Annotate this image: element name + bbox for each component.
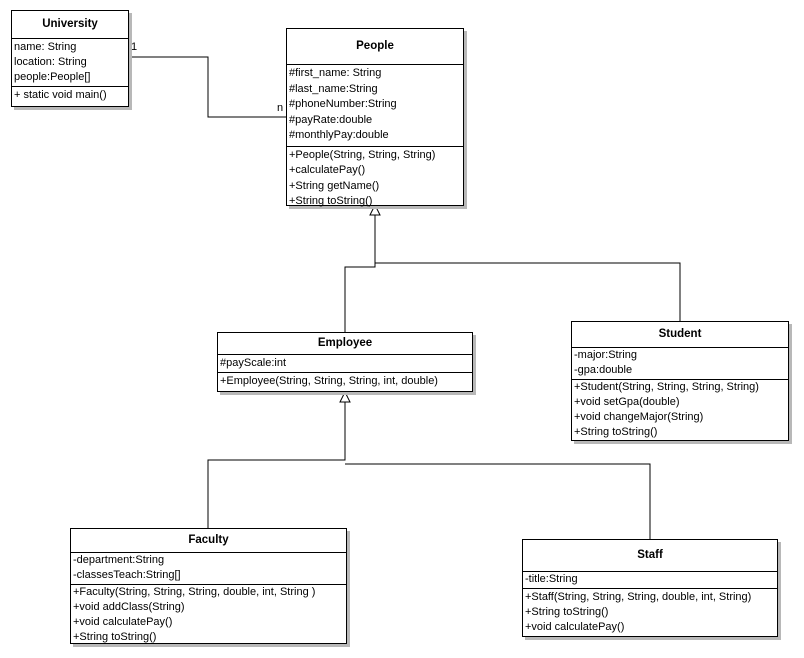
class-faculty[interactable]: Faculty -department:String -classesTeach…	[70, 528, 347, 644]
methods-section: +Staff(String, String, String, double, i…	[523, 589, 777, 635]
class-name: Staff	[523, 540, 777, 572]
attributes-section: name: String location: String people:Peo…	[12, 39, 128, 87]
method: +Employee(String, String, String, int, d…	[220, 375, 438, 387]
class-people[interactable]: People #first_name: String #last_name:St…	[286, 28, 464, 207]
generalization-student-people	[375, 262, 681, 321]
methods-section: +Faculty(String, String, String, double,…	[71, 585, 346, 645]
method: +Faculty(String, String, String, double,…	[73, 586, 316, 598]
association-line	[128, 56, 287, 118]
attribute: #phoneNumber:String	[289, 98, 397, 110]
class-student[interactable]: Student -major:String -gpa:double +Stude…	[571, 321, 789, 441]
attributes-section: -major:String -gpa:double	[572, 348, 788, 380]
generalization-staff-employee	[345, 463, 651, 539]
attribute: name: String	[14, 41, 77, 53]
method: +calculatePay()	[289, 164, 366, 176]
generalization-employee-people	[344, 215, 376, 333]
attribute: location: String	[14, 56, 87, 68]
attribute: -gpa:double	[574, 364, 633, 376]
method: +String getName()	[289, 179, 380, 192]
method: +String toString()	[289, 195, 373, 207]
method: +void changeMajor(String)	[574, 411, 704, 423]
attribute: #payRate:double	[289, 113, 373, 126]
method: + static void main()	[14, 89, 107, 101]
method: +String toString()	[73, 631, 157, 643]
attributes-section: -title:String	[523, 572, 777, 589]
attribute: #monthlyPay:double	[289, 129, 389, 141]
class-name: People	[287, 29, 463, 65]
method: +People(String, String, String)	[289, 148, 436, 161]
method: +void setGpa(double)	[574, 396, 680, 408]
attribute: -major:String	[574, 349, 637, 361]
method: +Student(String, String, String, String)	[574, 381, 759, 393]
multiplicity-university: 1	[131, 41, 138, 53]
generalization-faculty-employee	[207, 402, 346, 528]
methods-section: +Student(String, String, String, String)…	[572, 380, 788, 440]
attribute: #payScale:int	[220, 357, 287, 369]
attribute: -title:String	[525, 573, 578, 585]
attribute: #last_name:String	[289, 82, 378, 95]
class-name: University	[12, 11, 128, 39]
attribute: -classesTeach:String[]	[73, 569, 181, 581]
class-staff[interactable]: Staff -title:String +Staff(String, Strin…	[522, 539, 778, 637]
class-name: Employee	[218, 333, 472, 355]
method: +void addClass(String)	[73, 601, 185, 613]
attributes-section: #payScale:int	[218, 355, 472, 373]
method: +String toString()	[525, 606, 609, 618]
attribute: people:People[]	[14, 71, 91, 83]
class-name: Faculty	[71, 529, 346, 553]
method: +void calculatePay()	[525, 621, 625, 633]
multiplicity-people: n	[277, 102, 284, 114]
methods-section: + static void main()	[12, 87, 128, 104]
class-employee[interactable]: Employee #payScale:int +Employee(String,…	[217, 332, 473, 392]
attributes-section: #first_name: String #last_name:String #p…	[287, 65, 463, 147]
inheritance-arrowhead-employee	[339, 390, 351, 403]
methods-section: +People(String, String, String) +calcula…	[287, 147, 463, 212]
class-university[interactable]: University name: String location: String…	[11, 10, 129, 107]
method: +void calculatePay()	[73, 616, 173, 628]
method: +String toString()	[574, 426, 658, 438]
attributes-section: -department:String -classesTeach:String[…	[71, 553, 346, 585]
class-name: Student	[572, 322, 788, 348]
attribute: -department:String	[73, 554, 165, 566]
attribute: #first_name: String	[289, 67, 382, 79]
methods-section: +Employee(String, String, String, int, d…	[218, 373, 472, 390]
method: +Staff(String, String, String, double, i…	[525, 591, 752, 603]
